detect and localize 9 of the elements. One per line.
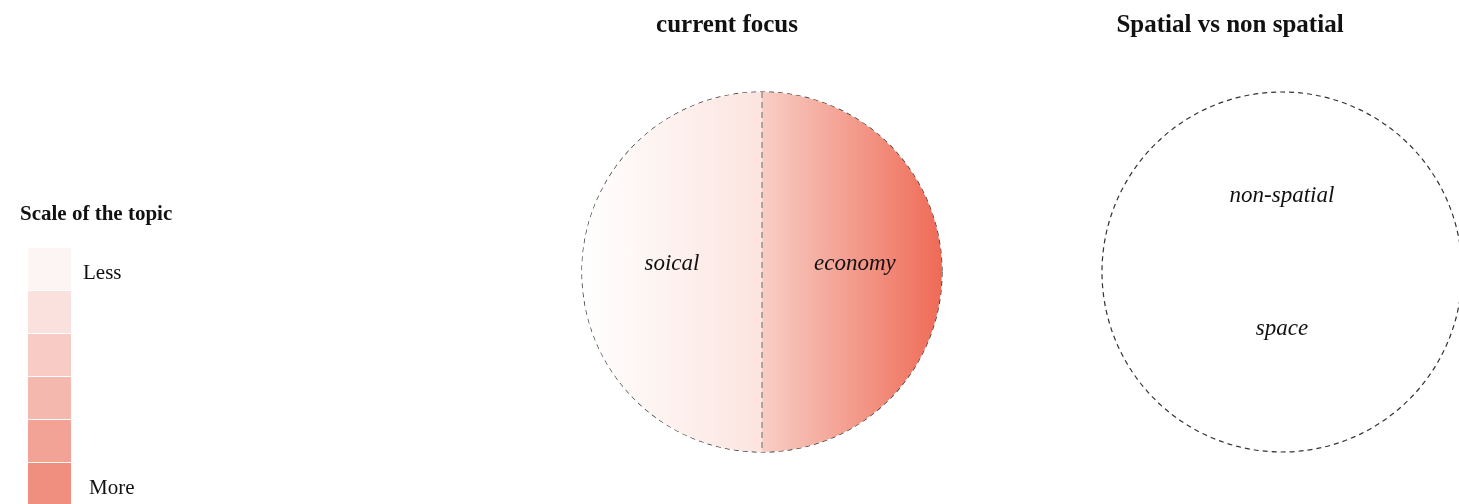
circle-text: space <box>1255 315 1309 341</box>
circle-title: Spatial vs non spatial <box>1116 10 1344 38</box>
circle-title: current focus <box>656 10 798 38</box>
legend-title: Scale of the topic <box>20 201 173 226</box>
half-label: economy <box>814 250 894 276</box>
half-label: soical <box>643 250 701 276</box>
legend-text: Less <box>83 260 122 285</box>
circle-text: non-spatial <box>1229 182 1335 208</box>
legend-text: More <box>89 475 135 500</box>
